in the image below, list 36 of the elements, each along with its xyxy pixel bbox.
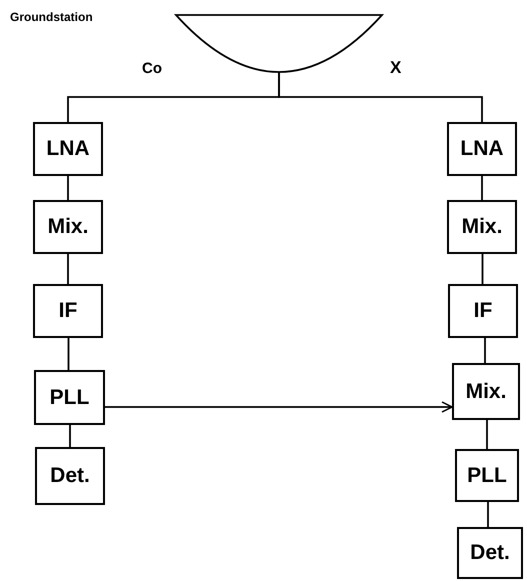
connector-line (278, 72, 483, 122)
connector-line (67, 254, 69, 284)
block-box (452, 363, 520, 420)
connector-line (486, 420, 488, 449)
band-label: X (390, 58, 402, 78)
block-box (455, 449, 519, 502)
block-box (457, 527, 523, 579)
block-box (448, 284, 518, 338)
block-box (447, 200, 517, 254)
block-label: Mix. (462, 215, 502, 239)
block-label: LNA (460, 137, 504, 161)
block-box (33, 284, 103, 338)
block-label: Det. (50, 464, 90, 488)
block-box (33, 200, 103, 254)
block-box (33, 122, 103, 176)
block-label: IF (474, 299, 492, 323)
arrow (105, 401, 453, 413)
block-label: PLL (467, 464, 507, 488)
block-box (34, 370, 105, 425)
block-label: LNA (46, 137, 90, 161)
block-label: Mix. (48, 215, 88, 239)
band-label: Co (142, 60, 162, 77)
block-label: IF (58, 299, 78, 323)
connector-line (67, 176, 69, 200)
connector-line (68, 338, 70, 370)
block-label: Det. (470, 541, 510, 565)
connector-line (487, 502, 489, 527)
connector-line (481, 176, 483, 200)
block-box (35, 447, 105, 505)
station-title: Groundstation (10, 10, 93, 24)
connector-line (482, 254, 484, 284)
connector-line (484, 338, 486, 363)
block-label: Mix. (466, 380, 506, 404)
connector-line (69, 425, 71, 447)
block-label: PLL (50, 386, 90, 410)
block-box (447, 122, 517, 176)
